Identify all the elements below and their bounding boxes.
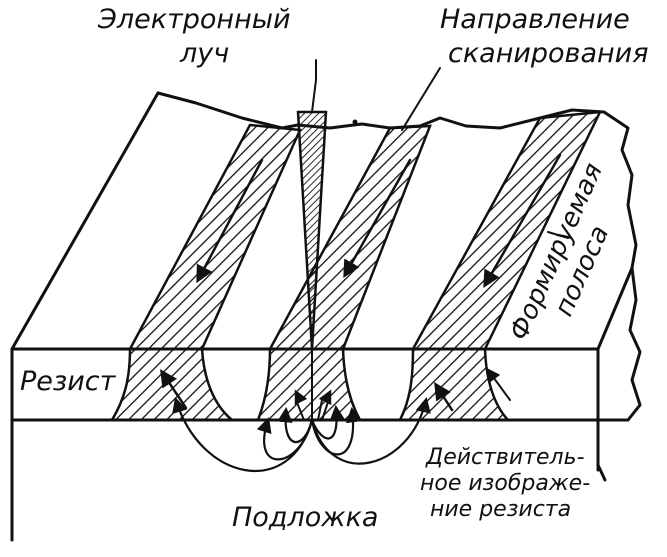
real-image-label-line1: Действитель- [425, 445, 585, 470]
scattering-trajectories [172, 389, 431, 472]
scan-label-line2: сканирования [448, 38, 648, 69]
dot-mark [352, 119, 358, 125]
label-pointers [401, 67, 569, 401]
substrate-label: Подложка [232, 502, 378, 533]
electron-beam [296, 59, 328, 421]
scan-label-line1: Направление [440, 4, 630, 35]
stripe-center [256, 124, 432, 422]
real-image-label-line3: ние резиста [430, 497, 571, 522]
stripe-left [109, 123, 302, 422]
beam-label-line2: луч [179, 38, 229, 69]
resist-label: Резист [20, 366, 117, 397]
real-image-label-line2: ное изображе- [420, 471, 590, 496]
beam-label-line1: Электронный [97, 4, 291, 35]
